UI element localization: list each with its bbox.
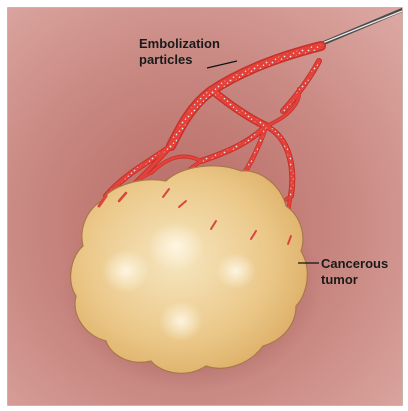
tumor-highlight — [216, 253, 256, 289]
tumor-highlight — [159, 301, 203, 341]
embolization-label-line2: particles — [139, 52, 192, 67]
tumor-highlight — [102, 249, 150, 293]
embolization-label-line1: Embolization — [139, 36, 220, 51]
embolization-illustration: Embolization particles Cancerous tumor — [8, 8, 402, 405]
tumor-label-line1: Cancerous — [321, 256, 388, 271]
tumor-highlight — [148, 222, 204, 270]
illustration-frame: Embolization particles Cancerous tumor — [7, 7, 403, 406]
tumor-label-line2: tumor — [321, 272, 358, 287]
